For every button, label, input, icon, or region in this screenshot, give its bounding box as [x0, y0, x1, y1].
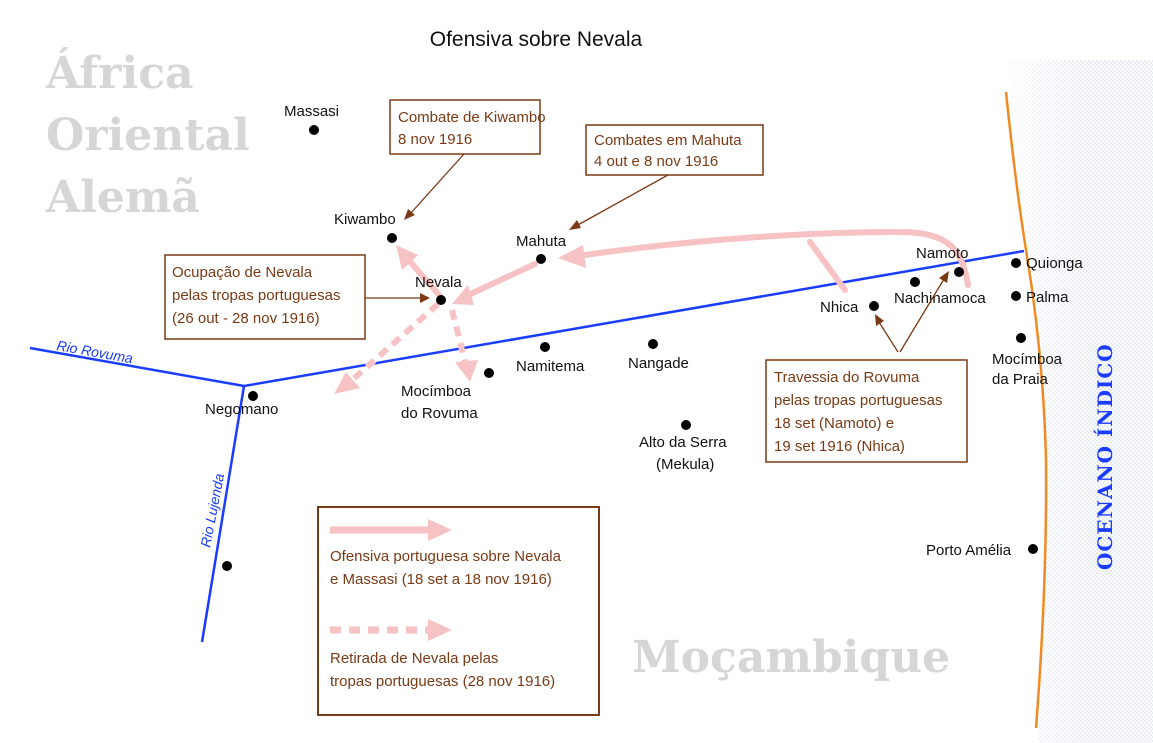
legend-retreat-text: Retirada de Nevala pelas — [330, 650, 498, 667]
region-label-north: Oriental — [46, 110, 250, 161]
place-label-mocimboa-praia: Mocímboa — [992, 351, 1063, 368]
place-dot-nevala — [436, 295, 446, 305]
place-label-mocimboa-rovuma: Mocímboa — [401, 383, 472, 400]
place-label-alto-serra: (Mekula) — [656, 456, 714, 473]
legend-offensive-text: Ofensiva portuguesa sobre Nevala — [330, 548, 562, 565]
place-label-nachinamoca: Nachinamoca — [894, 290, 986, 307]
place-dot-nangade — [648, 339, 658, 349]
annotation-rovuma-line: 18 set (Namoto) e — [774, 415, 894, 432]
annotation-nevala: Ocupação de Nevala pelas tropas portugue… — [164, 254, 430, 340]
region-label-north: Alemã — [45, 172, 200, 223]
annotation-kiwambo: Combate de Kiwambo 8 nov 1916 — [389, 99, 546, 220]
place-markers — [222, 125, 1038, 571]
place-label-mocimboa-rovuma: do Rovuma — [401, 405, 478, 422]
place-label-namoto: Namoto — [916, 245, 969, 262]
retreat-route — [348, 301, 469, 385]
offensive-arrowheads — [396, 245, 586, 305]
annotation-nevala-line: (26 out - 28 nov 1916) — [172, 310, 320, 327]
place-dot-alto-serra — [681, 420, 691, 430]
place-dot-kiwambo — [387, 233, 397, 243]
place-label-porto-amelia: Porto Amélia — [926, 542, 1012, 559]
place-dot-mahuta — [536, 254, 546, 264]
place-dot-lujenda — [222, 561, 232, 571]
arrowhead-mahuta — [558, 245, 586, 268]
legend-retreat-text: tropas portuguesas (28 nov 1916) — [330, 673, 555, 690]
place-label-quionga: Quionga — [1026, 255, 1083, 272]
region-label-south: Moçambique — [632, 632, 950, 683]
place-label-palma: Palma — [1026, 289, 1069, 306]
annotation-nevala-line: Ocupação de Nevala — [172, 264, 313, 281]
place-label-namitema: Namitema — [516, 358, 585, 375]
place-dot-negomano — [248, 391, 258, 401]
place-label-mahuta: Mahuta — [516, 233, 567, 250]
legend-offensive-text: e Massasi (18 set a 18 nov 1916) — [330, 571, 552, 588]
place-label-massasi: Massasi — [284, 103, 339, 120]
annotation-rovuma-crossing: Travessia do Rovuma pelas tropas portugu… — [765, 271, 968, 463]
coastline — [1004, 91, 1048, 729]
place-dot-nhica — [869, 301, 879, 311]
annotation-rovuma-line: pelas tropas portuguesas — [774, 392, 942, 409]
ocean-label: OCENANO ÍNDICO — [1093, 343, 1117, 570]
annotation-rovuma-line: 19 set 1916 (Nhica) — [774, 438, 905, 455]
annotation-mahuta: Combates em Mahuta 4 out e 8 nov 1916 — [569, 124, 764, 230]
arrowhead-negomano — [334, 372, 360, 394]
place-dot-mocimboa-rovuma — [484, 368, 494, 378]
arrowhead-mahuta-nevala — [452, 285, 474, 305]
place-dot-nachinamoca — [910, 277, 920, 287]
annotation-nevala-line: pelas tropas portuguesas — [172, 287, 340, 304]
annotation-kiwambo-line: Combate de Kiwambo — [398, 109, 546, 126]
place-label-nhica: Nhica — [820, 299, 859, 316]
annotation-rovuma-line: Travessia do Rovuma — [774, 369, 920, 386]
arrowhead-kiwambo — [396, 245, 418, 270]
map-legend: Ofensiva portuguesa sobre Nevala e Massa… — [317, 506, 600, 716]
place-label-alto-serra: Alto da Serra — [639, 434, 727, 451]
river-lujenda-line — [200, 385, 246, 643]
arrowhead-mocimboa-rovuma — [455, 360, 478, 382]
place-label-mocimboa-praia: da Praia — [992, 371, 1049, 388]
place-label-negomano: Negomano — [205, 401, 278, 418]
annotation-kiwambo-line: 8 nov 1916 — [398, 131, 472, 148]
annotation-mahuta-line: 4 out e 8 nov 1916 — [594, 153, 718, 170]
place-label-kiwambo: Kiwambo — [334, 211, 396, 228]
place-label-nevala: Nevala — [415, 274, 462, 291]
place-dot-mocimboa-praia — [1016, 333, 1026, 343]
map-title: Ofensiva sobre Nevala — [430, 28, 643, 51]
place-label-nangade: Nangade — [628, 355, 689, 372]
retreat-arrowheads — [334, 360, 478, 394]
place-dot-namitema — [540, 342, 550, 352]
place-dot-porto-amelia — [1028, 544, 1038, 554]
annotation-mahuta-line: Combates em Mahuta — [594, 132, 742, 149]
river-label-rovuma: Rio Rovuma — [55, 337, 134, 366]
offensive-route — [403, 228, 971, 301]
indian-ocean — [1008, 60, 1153, 743]
place-dot-namoto — [954, 267, 964, 277]
region-label-north: África — [45, 46, 194, 99]
place-dot-quionga — [1011, 258, 1021, 268]
place-dot-massasi — [309, 125, 319, 135]
place-dot-palma — [1011, 291, 1021, 301]
place-labels: Massasi Kiwambo Mahuta Nevala Namoto Qui… — [205, 103, 1083, 559]
